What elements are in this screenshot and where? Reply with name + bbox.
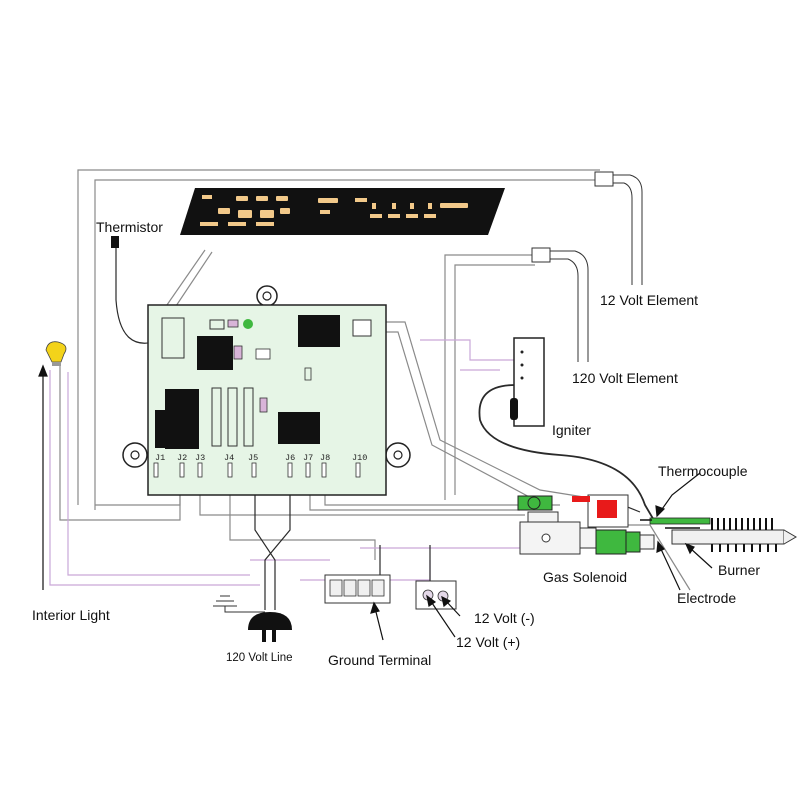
gas-solenoid <box>572 494 629 528</box>
igniter <box>510 337 545 427</box>
twelve-volt-pos-label: 12 Volt (+) <box>456 634 520 650</box>
twelve-volt-neg-label: 12 Volt (-) <box>474 610 535 626</box>
display-panel <box>180 188 505 235</box>
ground-symbol-icon <box>213 595 265 613</box>
thermistor-label: Thermistor <box>96 219 163 235</box>
connector-label-j3: J3 <box>195 453 205 463</box>
connector-label-j5: J5 <box>248 453 258 463</box>
connector-label-j10: J10 <box>352 453 367 463</box>
igniter-label: Igniter <box>552 422 591 438</box>
connector-label-j4: J4 <box>224 453 234 463</box>
connector-label-j6: J6 <box>285 453 295 463</box>
connector-label-j7: J7 <box>303 453 313 463</box>
gas-solenoid-label: Gas Solenoid <box>543 569 627 585</box>
one-twenty-volt-element-label: 120 Volt Element <box>572 370 678 386</box>
connector-label-j2: J2 <box>177 453 187 463</box>
plug-icon <box>248 612 292 642</box>
ground-terminal-label: Ground Terminal <box>328 652 431 668</box>
thermistor <box>111 236 119 248</box>
gas-valve <box>517 495 655 555</box>
twelve-volt-element-label: 12 Volt Element <box>600 292 698 308</box>
connector-label-j1: J1 <box>155 453 165 463</box>
callout-arrows <box>38 364 713 641</box>
one-twenty-volt-element <box>531 247 589 362</box>
wiring-dark <box>115 248 656 610</box>
electrode-label: Electrode <box>677 590 736 606</box>
connector-label-j8: J8 <box>320 453 330 463</box>
thermocouple <box>640 517 711 525</box>
ground-terminal <box>324 574 391 604</box>
interior-light-label: Interior Light <box>32 607 110 623</box>
burner <box>671 518 797 552</box>
twelve-volt-element <box>594 171 643 285</box>
control-board: J1 J2 J3 J4 J5 J6 J7 J8 J10 <box>122 285 411 496</box>
line-120-label: 120 Volt Line <box>226 652 293 664</box>
light-bulb-icon <box>45 341 67 366</box>
thermocouple-label: Thermocouple <box>658 463 748 479</box>
burner-label: Burner <box>718 562 760 578</box>
